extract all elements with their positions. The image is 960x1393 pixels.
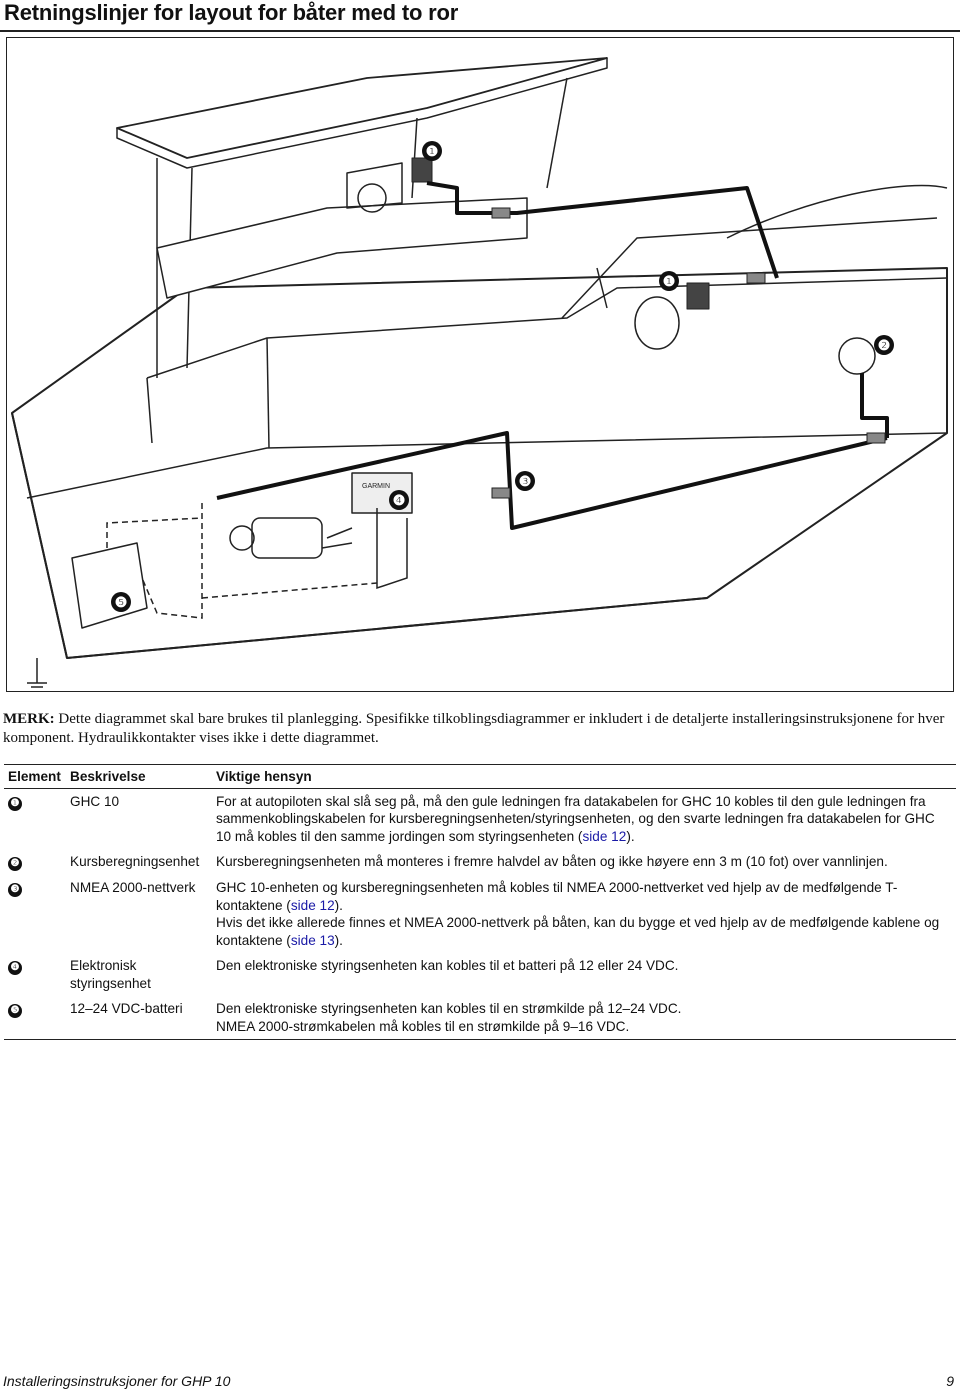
callout-1b: ❶ (663, 273, 676, 289)
row-number-badge: ❷ (8, 857, 22, 871)
note-label: MERK: (3, 711, 55, 727)
table-row: ❹ Elektronisk styringsenhet Den elektron… (4, 953, 956, 996)
boat-layout-diagram: GARMIN (6, 37, 954, 692)
table-row: ❸ NMEA 2000-nettverk GHC 10-enheten og k… (4, 875, 956, 953)
page-link[interactable]: side 12 (290, 897, 335, 913)
header-description: Beskrivelse (66, 764, 212, 789)
row-considerations: For at autopiloten skal slå seg på, må d… (212, 788, 956, 849)
table-row: ❷ Kursberegningsenhet Kursberegningsenhe… (4, 849, 956, 875)
row-description: GHC 10 (70, 793, 120, 809)
row-considerations: Den elektroniske styringsenheten kan kob… (216, 958, 679, 973)
callout-1a: ❶ (426, 143, 439, 159)
table-row: ❶ GHC 10 For at autopiloten skal slå seg… (4, 788, 956, 849)
note-paragraph: MERK: Dette diagrammet skal bare brukes … (3, 710, 953, 748)
row-text: NMEA 2000-strømkabelen må kobles til en … (216, 1018, 630, 1034)
brand-text: GARMIN (362, 483, 390, 490)
row-considerations: Den elektroniske styringsenheten kan kob… (212, 996, 956, 1040)
row-text-end: ). (334, 897, 343, 913)
callout-5: ❺ (115, 594, 128, 610)
row-text-end: ). (626, 828, 635, 844)
page-link[interactable]: side 12 (582, 828, 627, 844)
element-table: Element Beskrivelse Viktige hensyn ❶ GHC… (4, 764, 956, 1040)
title-divider (0, 30, 960, 32)
boat-illustration: GARMIN (11, 57, 948, 688)
footer-doc-title: Installeringsinstruksjoner for GHP 10 (3, 1373, 231, 1389)
row-description: Kursberegningsenhet (70, 854, 200, 869)
callout-2: ❷ (878, 337, 891, 353)
row-considerations: GHC 10-enheten og kursberegningsenheten … (212, 875, 956, 953)
row-text: Den elektroniske styringsenheten kan kob… (216, 1001, 682, 1016)
row-text: GHC 10-enheten og kursberegningsenheten … (216, 880, 898, 913)
header-considerations: Viktige hensyn (212, 764, 956, 789)
row-description: NMEA 2000-nettverk (70, 880, 196, 895)
row-number-badge: ❹ (8, 961, 22, 975)
row-number-badge: ❶ (8, 796, 22, 811)
footer-page-number: 9 (946, 1373, 954, 1389)
row-text: For at autopiloten skal slå seg på, må d… (216, 793, 935, 844)
header-element: Element (4, 764, 66, 789)
row-text: Hvis det ikke allerede finnes et NMEA 20… (216, 915, 940, 948)
row-number-badge: ❸ (8, 883, 22, 897)
row-description: 12–24 VDC-batteri (70, 1001, 183, 1016)
row-description: Elektronisk styringsenhet (70, 958, 151, 991)
table-header-row: Element Beskrivelse Viktige hensyn (4, 764, 956, 789)
callout-4: ❹ (393, 492, 406, 508)
page-link[interactable]: side 13 (290, 932, 335, 948)
page-title: Retningslinjer for layout for båter med … (4, 0, 459, 25)
row-text-end: ). (334, 932, 343, 948)
table-row: ❺ 12–24 VDC-batteri Den elektroniske sty… (4, 996, 956, 1040)
row-number-badge: ❺ (8, 1004, 22, 1018)
row-considerations: Kursberegningsenheten må monteres i frem… (216, 854, 888, 869)
callout-3: ❸ (519, 473, 532, 489)
note-text: Dette diagrammet skal bare brukes til pl… (3, 711, 945, 746)
